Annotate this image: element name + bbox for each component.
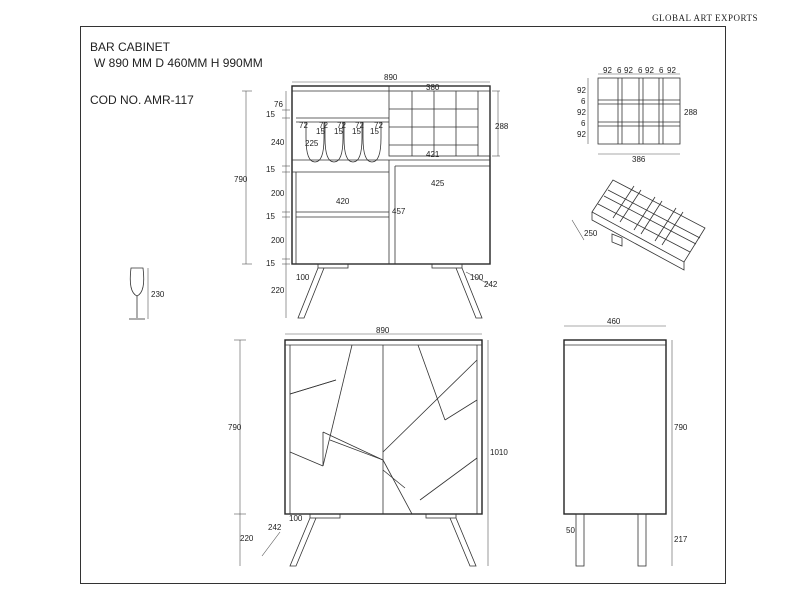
- dim-left-15d: 15: [266, 259, 275, 268]
- dim-glass-w-5: 72: [374, 121, 383, 130]
- front-closed-view: 890 790 220 1010 242 100: [228, 326, 508, 567]
- dim-rack-cell-1: 92: [603, 66, 612, 75]
- dim-rack-cell-3: 92: [645, 66, 654, 75]
- side-leg-left: [575, 513, 585, 567]
- wine-glass-icon: [129, 267, 145, 297]
- rack-isometric-view: 250: [571, 179, 706, 271]
- wine-glass-icon: [362, 122, 382, 163]
- drawing-frame: [80, 26, 726, 584]
- dim-side-height: 790: [674, 423, 688, 432]
- door-geometric-pattern: [289, 344, 478, 515]
- dim-leg-offset-right: 100: [470, 273, 484, 282]
- dim-rack-row-2: 92: [577, 108, 586, 117]
- dim-left-15b: 15: [266, 165, 275, 174]
- leg-left-closed: [289, 517, 317, 567]
- leg-right: [455, 267, 483, 319]
- dim-glass-w-2: 72: [319, 121, 328, 130]
- dim-rack-row-3: 92: [577, 130, 586, 139]
- dim-left-240: 240: [271, 138, 285, 147]
- dim-width-closed: 890: [376, 326, 390, 335]
- dim-glass-gap-4: 15: [370, 127, 379, 136]
- dim-glass-height: 230: [151, 290, 165, 299]
- dim-rack-rowgap-2: 6: [581, 119, 586, 128]
- product-code: COD NO. AMR-117: [90, 93, 194, 107]
- dim-glass-gap-2: 15: [334, 127, 343, 136]
- dim-leg-closed: 220: [240, 534, 254, 543]
- dim-shelf-425: 425: [431, 179, 445, 188]
- rack-top-view: 92 6 92 6 92 6 92 92 6 92 6 92 288 386: [577, 66, 698, 164]
- company-brand: GLOBAL ART EXPORTS: [652, 13, 758, 23]
- dim-rack-gap-1: 6: [617, 66, 622, 75]
- dim-leg-angle-open: 242: [484, 280, 498, 289]
- dim-left-15a: 15: [266, 110, 275, 119]
- dim-left-15c: 15: [266, 212, 275, 221]
- dim-shelf-421: 421: [426, 150, 440, 159]
- cabinet-carcass-open: [291, 85, 491, 265]
- dim-leg-offset-left: 100: [296, 273, 310, 282]
- dim-rack-top-width: 386: [632, 155, 646, 164]
- dim-glass-w-4: 72: [355, 121, 364, 130]
- product-name: BAR CABINET: [90, 40, 171, 54]
- hanging-glasses: [305, 122, 382, 163]
- plinth-left: [317, 263, 349, 269]
- leg-right-closed: [449, 517, 477, 567]
- cabinet-side: [563, 339, 667, 515]
- dim-rack-gap-2: 6: [638, 66, 643, 75]
- dim-side-depth: 460: [607, 317, 621, 326]
- dim-leg-offset-closed: 100: [289, 514, 303, 523]
- side-view: 460 790 217 50: [563, 317, 688, 567]
- dim-glass-w-1: 72: [299, 121, 308, 130]
- dim-rack-top-height: 288: [684, 108, 698, 117]
- dim-door-457: 457: [392, 207, 406, 216]
- dim-glass-gap-1: 15: [316, 127, 325, 136]
- dim-width-open: 890: [384, 73, 398, 82]
- dim-rack-cell-4: 92: [667, 66, 676, 75]
- dim-leg-angle-closed: 242: [268, 523, 282, 532]
- dim-glass-length: 225: [305, 139, 319, 148]
- dim-left-76: 76: [274, 100, 283, 109]
- title-block: BAR CABINET W 890 MM D 460MM H 990MM: [90, 39, 263, 71]
- dim-rack-width: 380: [426, 83, 440, 92]
- wine-glass-icon: [343, 122, 363, 163]
- dim-leg-open: 220: [271, 286, 285, 295]
- dim-side-leg-width: 50: [566, 526, 575, 535]
- dim-shelf-420: 420: [336, 197, 350, 206]
- dim-rack-rowgap-1: 6: [581, 97, 586, 106]
- front-open-view: 890 380 288 421 425 420 457 225 72 72 72…: [234, 73, 509, 319]
- dim-height-open: 790: [234, 175, 248, 184]
- side-leg-right: [637, 513, 647, 567]
- dim-rack-row-1: 92: [577, 86, 586, 95]
- plinth-right: [431, 263, 463, 269]
- leg-left: [297, 267, 325, 319]
- dim-total-height: 1010: [490, 448, 508, 457]
- dim-glass-w-3: 72: [337, 121, 346, 130]
- dim-left-200a: 200: [271, 189, 285, 198]
- wine-glass-icon: [305, 122, 325, 163]
- wine-rack-front: [388, 85, 491, 157]
- dim-side-leg: 217: [674, 535, 688, 544]
- wine-glass-icon: [324, 122, 344, 163]
- product-dimensions: W 890 MM D 460MM H 990MM: [94, 56, 263, 70]
- dim-height-closed: 790: [228, 423, 242, 432]
- cabinet-carcass-closed: [284, 339, 483, 515]
- dim-rack-cell-2: 92: [624, 66, 633, 75]
- dim-rack-gap-3: 6: [659, 66, 664, 75]
- dim-rack-height: 288: [495, 122, 509, 131]
- dim-rack-depth: 250: [584, 229, 598, 238]
- wine-glass-detail: 230: [129, 267, 165, 320]
- dim-glass-gap-3: 15: [352, 127, 361, 136]
- dim-left-200b: 200: [271, 236, 285, 245]
